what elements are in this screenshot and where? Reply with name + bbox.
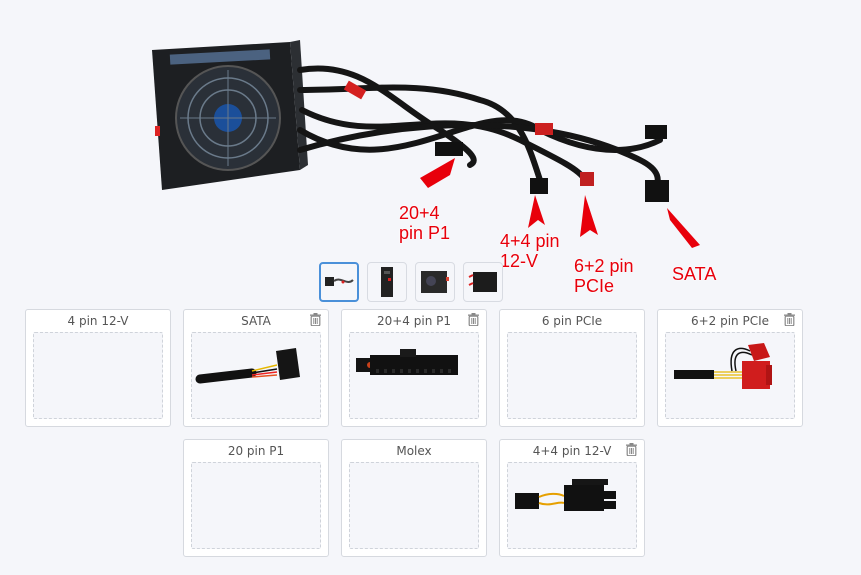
annotation-4-4-pin-12v: 4+4 pin 12-V [500,231,560,271]
image-thumbnail-strip [319,262,503,302]
trash-icon[interactable] [468,313,479,326]
drop-target-label: Molex [396,444,432,458]
drop-zone[interactable] [507,462,637,549]
drop-target-sata[interactable]: SATA [183,309,329,427]
drop-zone[interactable] [191,332,321,419]
sata-connector-image[interactable] [192,333,321,419]
trash-icon[interactable] [310,313,321,326]
eps-4plus4-connector-image[interactable] [508,463,637,549]
drop-zone[interactable] [33,332,163,419]
thumbnail-psu-back[interactable] [367,262,407,302]
drop-target-20-4-pin-p1[interactable]: 20+4 pin P1 [341,309,487,427]
drop-target-label: SATA [241,314,271,328]
trash-icon[interactable] [784,313,795,326]
drop-target-label: 4 pin 12-V [67,314,129,328]
drop-zone[interactable] [665,332,795,419]
drop-target-label: 20 pin P1 [227,444,285,458]
pcie-6plus2-connector-image[interactable] [666,333,795,419]
drop-target-4-4-pin-12v[interactable]: 4+4 pin 12-V [499,439,645,557]
annotation-sata: SATA [672,264,717,284]
thumbnail-psu-top[interactable] [415,262,455,302]
psu-body [152,40,308,190]
trash-icon[interactable] [626,443,637,456]
drop-target-label: 4+4 pin 12-V [532,444,612,458]
drop-target-4-pin-12v[interactable]: 4 pin 12-V [25,309,171,427]
atx-24pin-connector-image[interactable] [350,333,479,419]
drop-target-20-pin-p1[interactable]: 20 pin P1 [183,439,329,557]
drop-target-6-pin-pcie[interactable]: 6 pin PCIe [499,309,645,427]
annotation-20-4-pin-p1: 20+4 pin P1 [399,203,451,243]
drop-target-label: 6+2 pin PCIe [690,314,770,328]
drop-target-6-2-pin-pcie[interactable]: 6+2 pin PCIe [657,309,803,427]
psu-hero-image [140,30,740,250]
drop-zone[interactable] [191,462,321,549]
drop-zone[interactable] [349,332,479,419]
drop-zone[interactable] [349,462,479,549]
thumbnail-psu-side[interactable] [463,262,503,302]
thumbnail-psu-cables[interactable] [319,262,359,302]
drop-target-molex[interactable]: Molex [341,439,487,557]
annotation-6-2-pin-pcie: 6+2 pin PCIe [574,256,634,296]
drop-target-label: 20+4 pin P1 [376,314,451,328]
drop-target-label: 6 pin PCIe [541,314,603,328]
drop-zone[interactable] [507,332,637,419]
